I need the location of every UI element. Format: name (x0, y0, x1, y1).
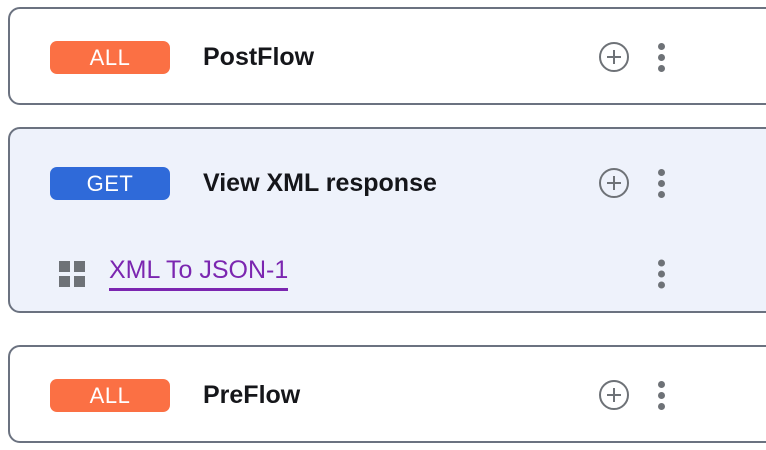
kebab-dot (658, 281, 665, 289)
flow-actions (599, 42, 665, 72)
kebab-dot (658, 391, 665, 399)
kebab-menu-icon[interactable] (658, 42, 665, 72)
kebab-dot (658, 190, 665, 198)
grid-square (59, 276, 70, 287)
flow-header-row[interactable]: ALL PostFlow (10, 9, 766, 105)
kebab-dot (658, 64, 665, 72)
circle-plus-icon[interactable] (599, 380, 629, 410)
kebab-menu-icon[interactable] (658, 168, 665, 198)
method-badge-get: GET (50, 166, 170, 200)
flow-card-postflow[interactable]: ALL PostFlow (8, 7, 766, 105)
circle-plus-icon[interactable] (599, 168, 629, 198)
kebab-dot (658, 179, 665, 187)
flow-actions (599, 168, 665, 198)
kebab-dot (658, 53, 665, 61)
kebab-dot (658, 270, 665, 278)
flow-title: PostFlow (203, 42, 315, 71)
method-badge-all: ALL (50, 378, 170, 412)
policy-actions (658, 259, 665, 289)
flow-actions (599, 380, 665, 410)
flow-title: View XML response (203, 168, 437, 197)
flow-header-row[interactable]: ALL PreFlow (10, 347, 766, 443)
grid-square (74, 261, 85, 272)
flow-header-row[interactable]: GET View XML response (10, 129, 766, 237)
kebab-menu-icon[interactable] (658, 380, 665, 410)
flow-card-view-xml-response[interactable]: GET View XML response XML To JSON-1 (8, 127, 766, 313)
kebab-dot (658, 380, 665, 388)
policy-row[interactable]: XML To JSON-1 (10, 237, 766, 311)
kebab-dot (658, 259, 665, 267)
policy-link-xml-to-json-1[interactable]: XML To JSON-1 (109, 257, 289, 291)
grid-square (59, 261, 70, 272)
kebab-dot (658, 168, 665, 176)
grid-square (74, 276, 85, 287)
kebab-dot (658, 402, 665, 410)
kebab-dot (658, 42, 665, 50)
grid-policy-icon (59, 261, 85, 287)
flow-card-preflow[interactable]: ALL PreFlow (8, 345, 766, 443)
method-badge-all: ALL (50, 40, 170, 74)
circle-plus-icon[interactable] (599, 42, 629, 72)
kebab-menu-icon[interactable] (658, 259, 665, 289)
flow-title: PreFlow (203, 380, 301, 409)
